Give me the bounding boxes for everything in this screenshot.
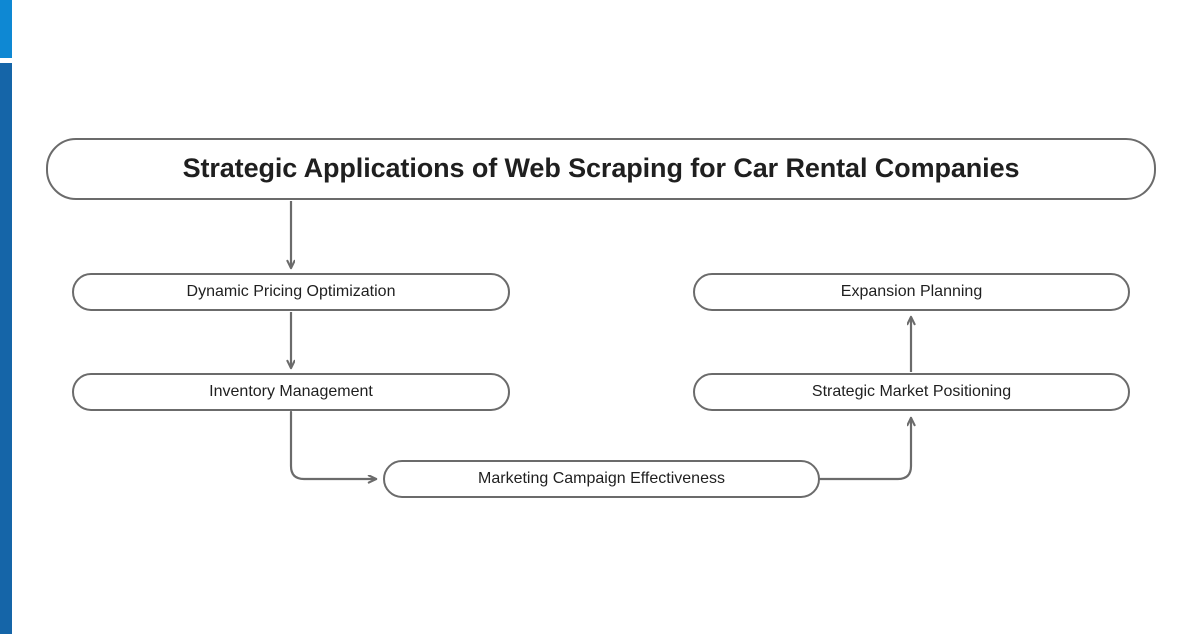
node-marketing-campaign-effectiveness[interactable]: Marketing Campaign Effectiveness: [383, 460, 820, 498]
node-expansion-planning-label: Expansion Planning: [840, 282, 983, 300]
node-root-label: Strategic Applications of Web Scraping f…: [182, 153, 1020, 184]
edge-marketing-to-market-positioning: [818, 418, 911, 481]
node-expansion-planning[interactable]: Expansion Planning: [693, 273, 1130, 311]
node-strategic-market-positioning[interactable]: Strategic Market Positioning: [693, 373, 1130, 411]
node-inventory-management-label: Inventory Management: [209, 382, 373, 400]
node-inventory-management[interactable]: Inventory Management: [72, 373, 510, 411]
node-strategic-market-positioning-label: Strategic Market Positioning: [811, 382, 1012, 400]
accent-bar-bottom: [0, 63, 12, 634]
edge-inventory-to-marketing: [289, 410, 376, 479]
node-marketing-campaign-effectiveness-label: Marketing Campaign Effectiveness: [478, 469, 725, 487]
node-dynamic-pricing[interactable]: Dynamic Pricing Optimization: [72, 273, 510, 311]
node-dynamic-pricing-label: Dynamic Pricing Optimization: [186, 282, 396, 300]
node-root[interactable]: Strategic Applications of Web Scraping f…: [46, 138, 1156, 200]
accent-bar-top: [0, 0, 12, 58]
